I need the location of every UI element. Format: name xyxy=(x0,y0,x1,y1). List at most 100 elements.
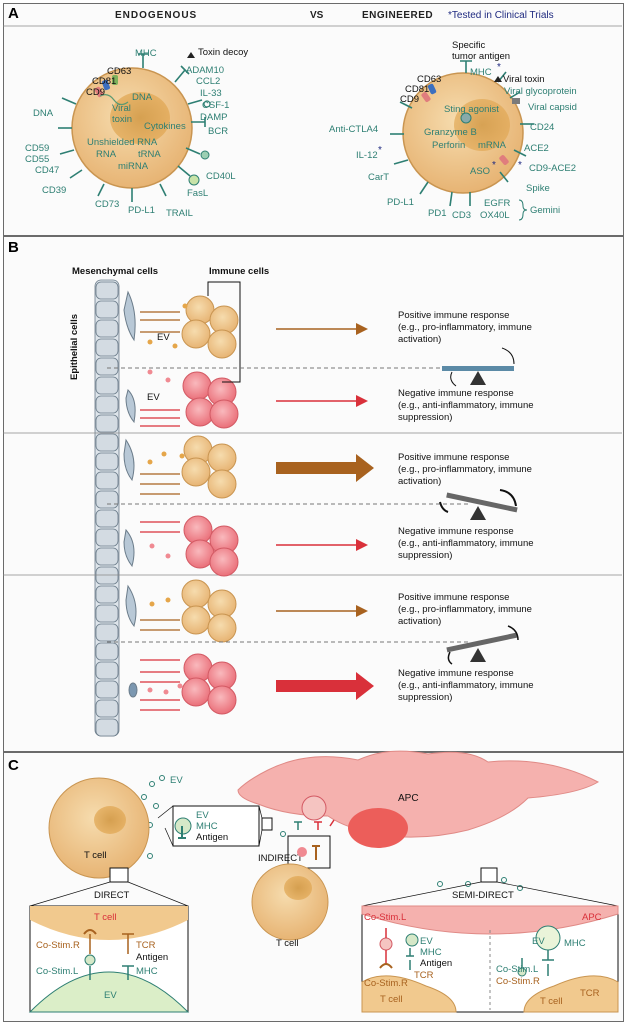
row3 xyxy=(107,579,519,715)
label-viral-toxin: Viral toxin xyxy=(503,74,545,85)
semi-mhc-2: MHC xyxy=(564,938,586,949)
label-cd9-endo: CD9 xyxy=(86,87,105,98)
neg-eg1-1: (e.g., anti-inflammatory, immune xyxy=(398,400,534,411)
vs-header: VS xyxy=(310,10,324,21)
epithelial-cell xyxy=(95,699,119,718)
direct-ev: EV xyxy=(104,990,117,1001)
pos-title-2: Positive immune response xyxy=(398,452,509,463)
label-csf1: CSF-1 xyxy=(202,100,229,111)
direct-costim-r: Co-Stim.R xyxy=(36,940,80,951)
epithelial-cell xyxy=(95,281,119,300)
label-cart: CarT xyxy=(368,172,389,183)
label-egfr: EGFR xyxy=(484,198,511,209)
neg-title-2: Negative immune response xyxy=(398,526,514,537)
label-sting-agonist: Sting agonist xyxy=(444,104,499,115)
label-viral-capsid: Viral capsid xyxy=(528,102,577,113)
semi-costim-l-top: Co-Stim.L xyxy=(364,912,406,923)
row2 xyxy=(107,435,518,577)
semi-apc-label: APC xyxy=(582,912,602,923)
epithelial-cell xyxy=(95,585,119,604)
label-aso: ASO xyxy=(470,166,490,177)
tcell-middle xyxy=(251,863,329,941)
label-cd55: CD55 xyxy=(25,154,49,165)
label-adam10: ADAM10 xyxy=(186,65,224,76)
epithelial-cell xyxy=(95,623,119,642)
star-mhc: * xyxy=(497,62,501,73)
label-tumor-antigen: tumor antigen xyxy=(452,51,510,62)
panel-c-letter: C xyxy=(8,757,19,774)
semi-costim-r-2: Co-Stim.R xyxy=(496,976,540,987)
label-cd59: CD59 xyxy=(25,143,49,154)
label-cytokines: Cytokines xyxy=(144,121,186,132)
label-ace2: ACE2 xyxy=(524,143,549,154)
apc-vesicle xyxy=(301,795,327,821)
semi-ev-1: EV xyxy=(420,936,433,947)
endogenous-ev xyxy=(58,53,211,202)
label-mrna: mRNA xyxy=(478,140,507,151)
epithelial-cell xyxy=(95,566,119,585)
label-unshielded-rna: Unshielded RNA xyxy=(87,137,158,148)
neg-title-1: Negative immune response xyxy=(398,388,514,399)
pos-title-1: Positive immune response xyxy=(398,310,509,321)
neg-eg2-2: suppression) xyxy=(398,550,452,561)
semi-antigen-1: Antigen xyxy=(420,958,452,969)
pos-eg2-3: activation) xyxy=(398,616,441,627)
label-cd73: CD73 xyxy=(95,199,119,210)
ev-label-2: EV xyxy=(147,392,160,403)
epithelial-label: Epithelial cells xyxy=(69,314,80,380)
label-gemini: Gemini xyxy=(530,205,560,216)
pos-eg1-3: (e.g., pro-inflammatory, immune xyxy=(398,604,532,615)
label-specific: Specific xyxy=(452,40,486,51)
label-cd63-eng: CD63 xyxy=(417,74,441,85)
pos-title-3: Positive immune response xyxy=(398,592,509,603)
panel-b-letter: B xyxy=(8,239,19,256)
indirect-label: INDIRECT xyxy=(258,853,303,864)
star-il12: * xyxy=(378,145,382,156)
label-cd24: CD24 xyxy=(530,122,554,133)
neg-eg1-2: (e.g., anti-inflammatory, immune xyxy=(398,538,534,549)
epithelial-cell xyxy=(95,509,119,528)
ev-label-1: EV xyxy=(157,332,170,343)
semidirect-label: SEMI-DIRECT xyxy=(452,890,514,901)
apc-cell xyxy=(237,750,600,838)
label-ccl2: CCL2 xyxy=(196,76,220,87)
immune-label: Immune cells xyxy=(209,266,269,277)
label-ox40l: OX40L xyxy=(480,210,510,221)
direct-tcell-label: T cell xyxy=(94,912,117,923)
label-viral: Viral xyxy=(112,103,131,114)
direct-mhc: MHC xyxy=(136,966,158,977)
label-trna: tRNA xyxy=(138,149,161,160)
label-il33: IL-33 xyxy=(200,88,222,99)
epithelial-cell xyxy=(95,300,119,319)
label-il12: IL-12 xyxy=(356,150,378,161)
zoom-antigen: Antigen xyxy=(196,832,228,843)
response-text: Positive immune response (e.g., pro-infl… xyxy=(398,310,534,703)
epithelial-cell xyxy=(95,604,119,623)
label-anti-ctla4: Anti-CTLA4 xyxy=(329,124,378,135)
label-trail: TRAIL xyxy=(166,208,193,219)
label-toxin-decoy: Toxin decoy xyxy=(198,47,248,58)
clinical-trials-note: *Tested in Clinical Trials xyxy=(448,10,554,21)
epithelial-cell xyxy=(95,718,119,737)
semi-costim-r-1: Co-Stim.R xyxy=(364,978,408,989)
label-cd81-eng: CD81 xyxy=(405,84,429,95)
label-dna-outer: DNA xyxy=(33,108,54,119)
label-mirna: miRNA xyxy=(118,161,149,172)
semi-tcr-2: TCR xyxy=(580,988,600,999)
label-pdl1-eng: PD-L1 xyxy=(387,197,414,208)
direct-costim-l: Co-Stim.L xyxy=(36,966,78,977)
engineered-header: ENGINEERED xyxy=(362,10,433,21)
label-toxin: toxin xyxy=(112,114,132,125)
semi-mhc-1: MHC xyxy=(420,947,442,958)
label-mhc-eng: MHC xyxy=(470,67,492,78)
neg-eg1-3: (e.g., anti-inflammatory, immune xyxy=(398,680,534,691)
label-fasl: FasL xyxy=(187,188,208,199)
pos-eg1-1: (e.g., pro-inflammatory, immune xyxy=(398,322,532,333)
label-perforin: Perforin xyxy=(432,140,465,151)
label-cd81-endo: CD81 xyxy=(92,76,116,87)
epithelial-cell xyxy=(95,490,119,509)
label-bcr: BCR xyxy=(208,126,228,137)
zoom-ev: EV xyxy=(196,810,209,821)
direct-antigen: Antigen xyxy=(136,952,168,963)
